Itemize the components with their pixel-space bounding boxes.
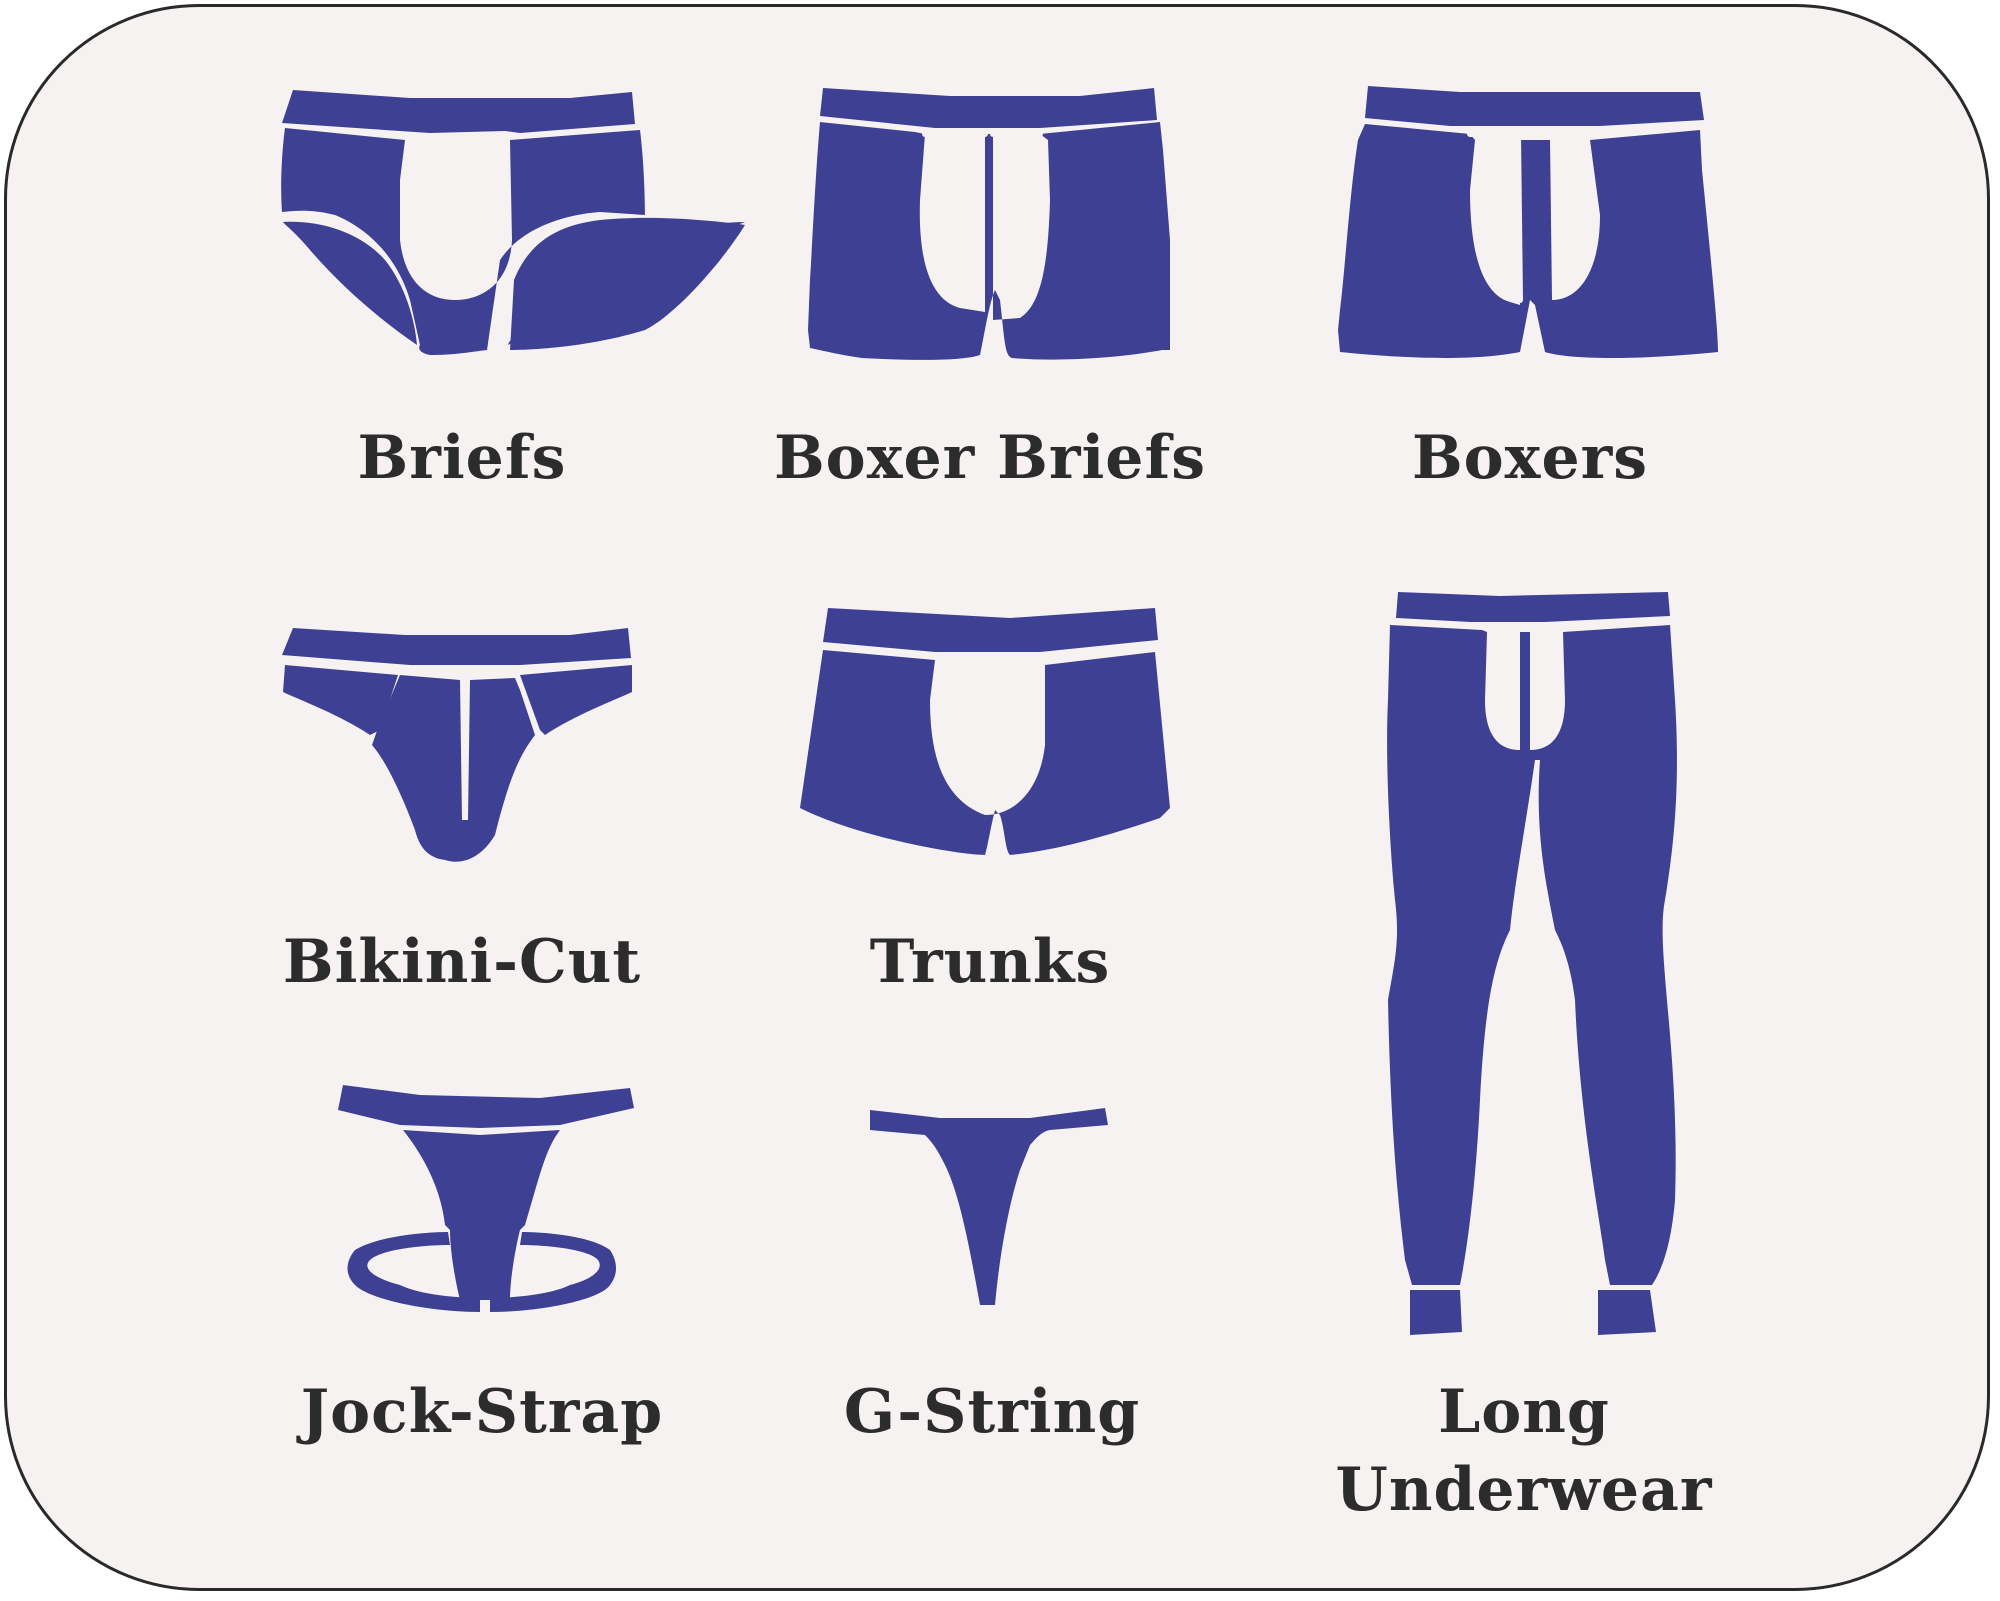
jock-strap-icon xyxy=(338,1085,634,1312)
label-boxers: Boxers xyxy=(1411,423,1649,493)
label-bikini-cut: Bikini-Cut xyxy=(282,927,642,997)
boxer-briefs-icon xyxy=(808,88,1170,360)
briefs-icon xyxy=(281,90,745,355)
label-boxer-briefs: Boxer Briefs xyxy=(773,423,1207,493)
label-briefs: Briefs xyxy=(357,423,567,493)
label-jock-strap: Jock-Strap xyxy=(300,1377,664,1447)
bikini-cut-icon xyxy=(282,628,632,862)
label-long-underwear-line1: Long xyxy=(1438,1377,1610,1447)
label-g-string: G-String xyxy=(843,1377,1141,1447)
boxers-icon xyxy=(1338,86,1718,358)
label-trunks: Trunks xyxy=(869,927,1111,997)
long-underwear-icon xyxy=(1387,592,1677,1335)
label-long-underwear-line2: Underwear xyxy=(1335,1455,1713,1525)
g-string-icon xyxy=(870,1108,1108,1305)
trunks-icon xyxy=(800,608,1170,855)
